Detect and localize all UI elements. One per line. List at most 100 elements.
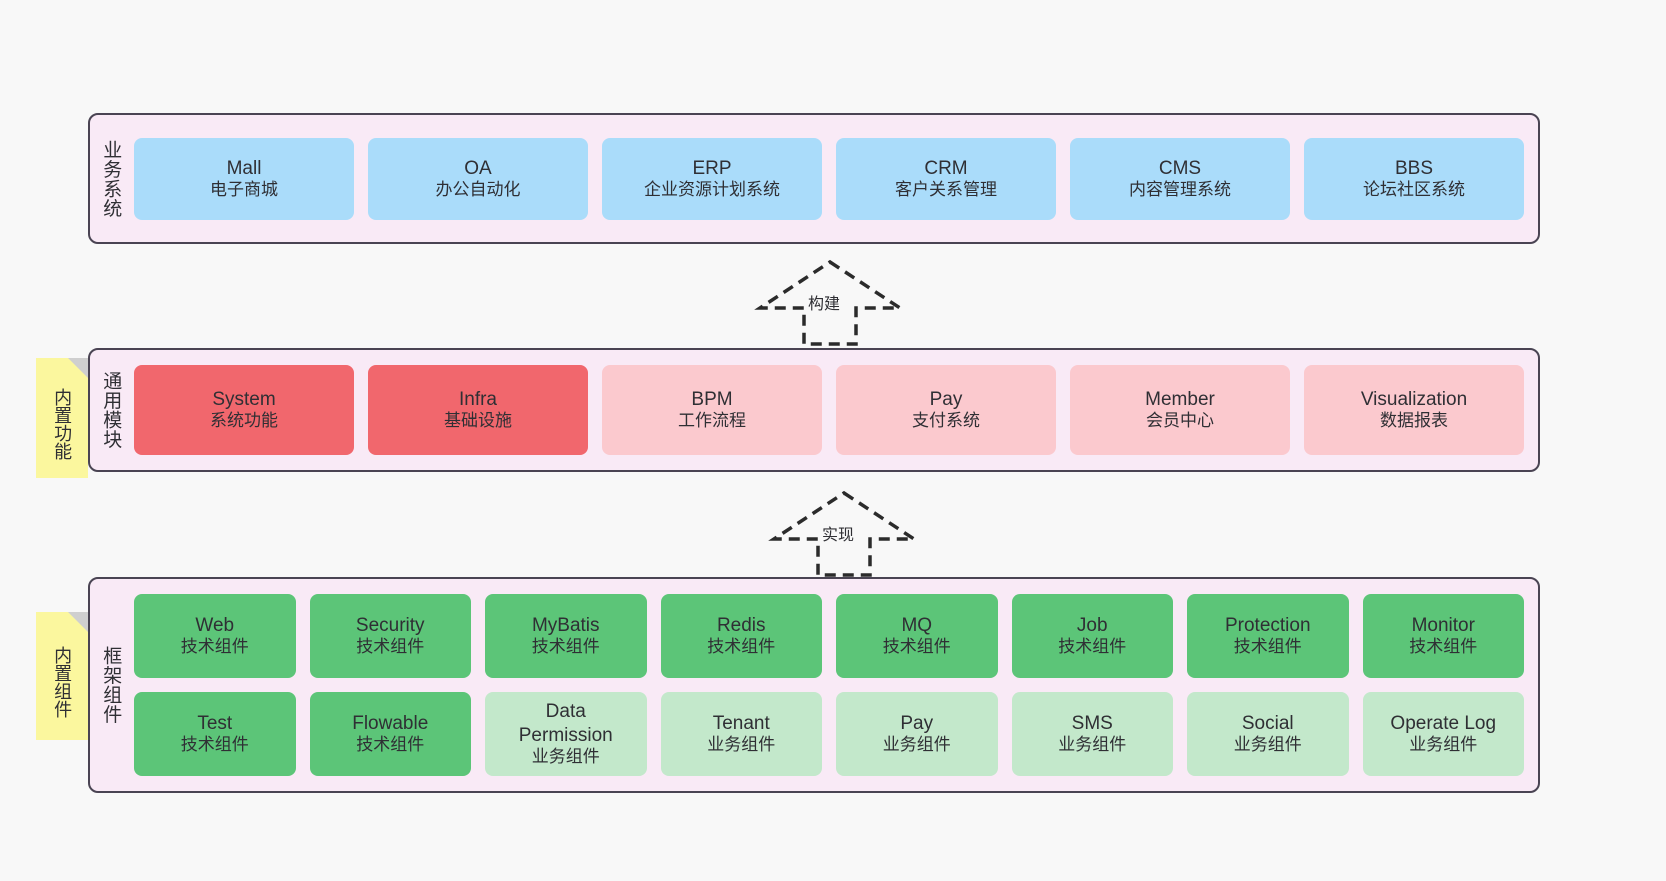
card-pay-component[interactable]: Pay 业务组件 (836, 692, 998, 776)
row-business-systems: Mall 电子商城 OA 办公自动化 ERP 企业资源计划系统 CRM 客户关系… (134, 137, 1524, 220)
card-title: Security (355, 615, 425, 637)
card-data-permission[interactable]: Data Permission 业务组件 (485, 692, 647, 776)
card-subtitle: 技术组件 (180, 735, 249, 755)
section-business-systems: 业务系统 Mall 电子商城 OA 办公自动化 ERP 企业资源计划系统 CRM… (88, 113, 1540, 244)
card-title: Operate Log (1390, 713, 1497, 735)
card-flowable[interactable]: Flowable 技术组件 (309, 692, 471, 776)
card-title: Job (1076, 615, 1108, 637)
card-subtitle: 企业资源计划系统 (644, 179, 780, 199)
card-monitor[interactable]: Monitor 技术组件 (1362, 594, 1524, 678)
card-tenant[interactable]: Tenant 业务组件 (660, 692, 822, 776)
card-bpm[interactable]: BPM 工作流程 (602, 365, 822, 455)
card-pay[interactable]: Pay 支付系统 (836, 365, 1056, 455)
card-title: Monitor (1411, 615, 1475, 637)
card-subtitle: 业务组件 (1058, 735, 1127, 755)
card-title: System (212, 389, 276, 411)
sticky-note-label: 内置组件 (52, 646, 73, 718)
card-security[interactable]: Security 技术组件 (309, 594, 471, 678)
card-subtitle: 会员中心 (1146, 411, 1214, 431)
row-business-components: Test 技术组件 Flowable 技术组件 Data Permission … (134, 692, 1524, 776)
card-title: MyBatis (531, 615, 600, 637)
section-body-framework-components: Web 技术组件 Security 技术组件 MyBatis 技术组件 Redi… (130, 579, 1538, 791)
card-title: BPM (691, 389, 733, 411)
section-title-common-modules: 通用模块 (100, 371, 122, 449)
row-tech-components: Web 技术组件 Security 技术组件 MyBatis 技术组件 Redi… (134, 594, 1524, 678)
folded-corner-icon (68, 358, 88, 378)
card-member[interactable]: Member 会员中心 (1070, 365, 1290, 455)
card-web[interactable]: Web 技术组件 (134, 594, 296, 678)
card-title: CRM (924, 157, 968, 179)
card-title: OA (464, 157, 492, 179)
card-title: Mall (226, 157, 262, 179)
card-subtitle: 电子商城 (210, 179, 278, 199)
section-body-common-modules: System 系统功能 Infra 基础设施 BPM 工作流程 Pay 支付系统… (130, 350, 1538, 470)
card-title: ERP (692, 157, 732, 179)
card-title: Visualization (1360, 389, 1468, 411)
card-subtitle: 业务组件 (882, 735, 951, 755)
card-subtitle: 技术组件 (180, 637, 249, 657)
card-redis[interactable]: Redis 技术组件 (660, 594, 822, 678)
card-subtitle: 内容管理系统 (1129, 179, 1231, 199)
implement-arrow-glyph (768, 490, 920, 577)
card-subtitle: 业务组件 (1233, 735, 1302, 755)
card-infra[interactable]: Infra 基础设施 (368, 365, 588, 455)
card-subtitle: 业务组件 (707, 735, 776, 755)
card-social[interactable]: Social 业务组件 (1187, 692, 1349, 776)
card-subtitle: 技术组件 (1233, 637, 1302, 657)
card-subtitle: 业务组件 (1409, 735, 1478, 755)
card-cms[interactable]: CMS 内容管理系统 (1070, 137, 1290, 220)
card-subtitle: 办公自动化 (435, 179, 521, 199)
card-subtitle: 技术组件 (356, 637, 425, 657)
card-subtitle: 业务组件 (531, 746, 600, 766)
card-title: CMS (1158, 157, 1202, 179)
card-crm[interactable]: CRM 客户关系管理 (836, 137, 1056, 220)
sticky-note-label: 内置功能 (52, 388, 73, 460)
card-title: Social (1241, 713, 1294, 735)
build-arrow (752, 256, 908, 348)
section-title-framework-components: 框架组件 (100, 646, 122, 724)
folded-corner-icon (68, 612, 88, 632)
card-subtitle: 论坛社区系统 (1363, 179, 1465, 199)
card-title: Protection (1224, 615, 1311, 637)
card-title: Redis (716, 615, 766, 637)
card-subtitle: 技术组件 (882, 637, 951, 657)
card-operate-log[interactable]: Operate Log 业务组件 (1362, 692, 1524, 776)
section-common-modules: 通用模块 System 系统功能 Infra 基础设施 BPM 工作流程 Pay… (88, 348, 1540, 472)
card-mall[interactable]: Mall 电子商城 (134, 137, 354, 220)
card-title: BBS (1394, 157, 1434, 179)
card-subtitle: 基础设施 (444, 411, 512, 431)
card-job[interactable]: Job 技术组件 (1011, 594, 1173, 678)
card-title: Member (1145, 389, 1215, 411)
card-mq[interactable]: MQ 技术组件 (836, 594, 998, 678)
build-arrow-label: 构建 (806, 294, 843, 316)
card-subtitle: 技术组件 (356, 735, 425, 755)
card-subtitle: 支付系统 (912, 411, 980, 431)
card-title: SMS (1071, 713, 1113, 735)
implement-arrow-label: 实现 (820, 525, 857, 547)
card-mybatis[interactable]: MyBatis 技术组件 (485, 594, 647, 678)
card-subtitle: 数据报表 (1380, 411, 1448, 431)
card-title: Pay (929, 389, 963, 411)
card-title: Flowable (352, 713, 429, 735)
section-body-business-systems: Mall 电子商城 OA 办公自动化 ERP 企业资源计划系统 CRM 客户关系… (130, 115, 1538, 242)
card-title: Infra (458, 389, 498, 411)
card-protection[interactable]: Protection 技术组件 (1187, 594, 1349, 678)
card-subtitle: 客户关系管理 (895, 179, 997, 199)
card-subtitle: 技术组件 (531, 637, 600, 657)
row-common-modules: System 系统功能 Infra 基础设施 BPM 工作流程 Pay 支付系统… (134, 365, 1524, 455)
card-system[interactable]: System 系统功能 (134, 365, 354, 455)
card-visualization[interactable]: Visualization 数据报表 (1304, 365, 1524, 455)
card-title: Web (195, 615, 235, 637)
card-test[interactable]: Test 技术组件 (134, 692, 296, 776)
card-erp[interactable]: ERP 企业资源计划系统 (602, 137, 822, 220)
card-oa[interactable]: OA 办公自动化 (368, 137, 588, 220)
sticky-note-builtin-components: 内置组件 (36, 612, 88, 740)
card-subtitle: 技术组件 (1409, 637, 1478, 657)
sticky-note-builtin-features: 内置功能 (36, 358, 88, 478)
card-sms[interactable]: SMS 业务组件 (1011, 692, 1173, 776)
card-title: MQ (901, 615, 933, 637)
card-title: Test (197, 713, 233, 735)
card-title-line2: Permission (518, 724, 613, 746)
card-bbs[interactable]: BBS 论坛社区系统 (1304, 137, 1524, 220)
